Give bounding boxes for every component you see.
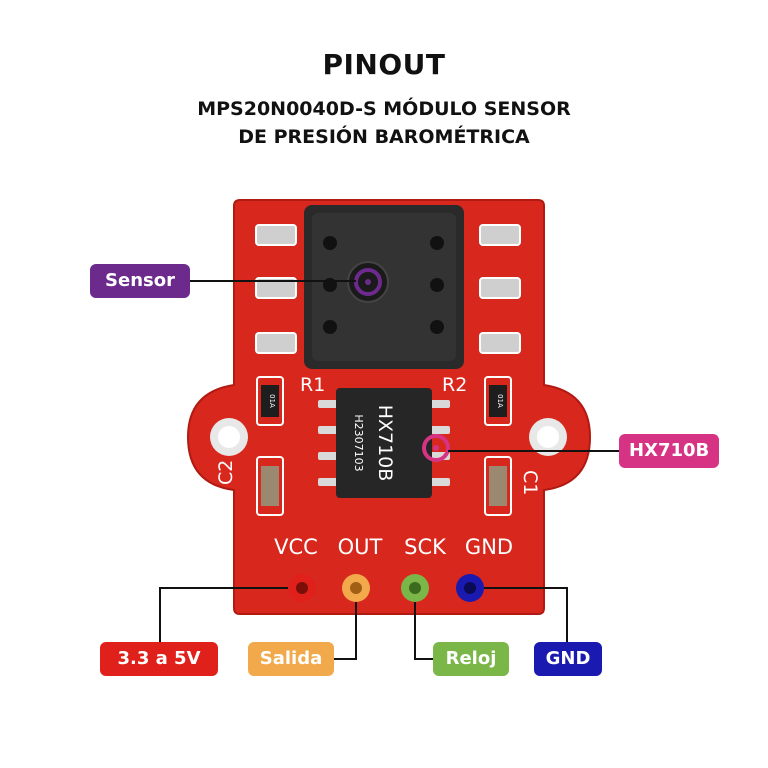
leader-sck xyxy=(414,602,433,660)
header-pin-sck xyxy=(401,574,429,602)
page-subtitle-line1: MPS20N0040D-S MÓDULO SENSOR xyxy=(197,98,571,120)
header-label-sck: SCK xyxy=(404,535,447,559)
capacitor-c2 xyxy=(256,456,284,516)
pin-header-labels: VCC OUT SCK GND xyxy=(274,535,513,559)
leader-vcc xyxy=(159,587,288,642)
page-subtitle-line2: DE PRESIÓN BAROMÉTRICA xyxy=(238,126,530,148)
hx710b-chip: HX710B H2307103 xyxy=(336,388,432,498)
callout-gnd: GND xyxy=(534,642,602,676)
mounting-hole-left xyxy=(210,418,248,456)
callout-sck: Reloj xyxy=(433,642,509,676)
callout-hx710b: HX710B xyxy=(619,434,719,468)
silkscreen-c1: C1 xyxy=(519,470,541,495)
resistor-r2: 01A xyxy=(484,376,512,426)
header-label-gnd: GND xyxy=(465,535,513,559)
header-pin-gnd xyxy=(456,574,484,602)
mounting-hole-right xyxy=(529,418,567,456)
callout-vcc: 3.3 a 5V xyxy=(100,642,218,676)
chip-marking-line2: H2307103 xyxy=(352,414,365,471)
sensor-pads xyxy=(255,224,521,354)
silkscreen-r2: R2 xyxy=(442,374,467,396)
callout-sensor: Sensor xyxy=(90,264,190,298)
resistor-r2-code: 01A xyxy=(496,394,504,408)
page-title: PINOUT xyxy=(322,48,446,81)
resistor-r1-code: 01A xyxy=(268,394,276,408)
header-label-vcc: VCC xyxy=(274,535,318,559)
chip-marking-line1: HX710B xyxy=(374,405,396,482)
header-pin-vcc xyxy=(288,574,316,602)
leader-lines xyxy=(159,280,619,660)
chip-pins xyxy=(318,400,450,486)
chip-marker xyxy=(422,434,450,462)
pressure-sensor xyxy=(304,205,464,369)
header-pin-out xyxy=(342,574,370,602)
header-label-out: OUT xyxy=(338,535,383,559)
leader-gnd xyxy=(484,587,568,642)
capacitor-c1 xyxy=(484,456,512,516)
silkscreen-c2: C2 xyxy=(215,460,237,485)
callout-out: Salida xyxy=(248,642,334,676)
silkscreen-r1: R1 xyxy=(300,374,325,396)
resistor-r1: 01A xyxy=(256,376,284,426)
leader-out xyxy=(334,602,357,660)
